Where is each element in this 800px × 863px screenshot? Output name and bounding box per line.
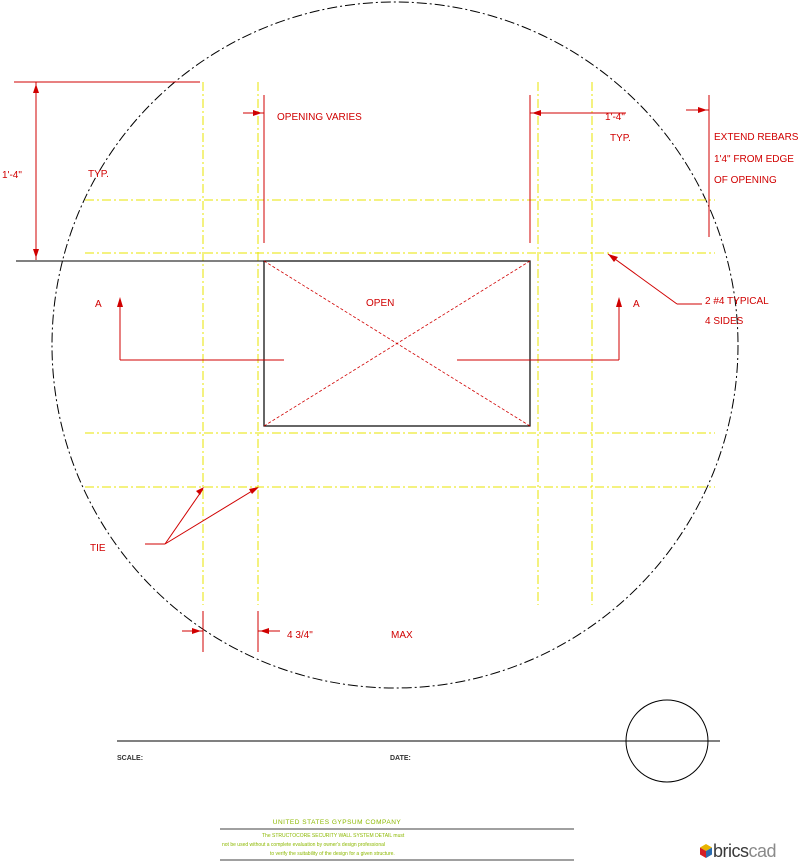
detail-boundary-circle bbox=[51, 1, 739, 689]
opening-cross bbox=[263, 260, 531, 427]
section-a-right-label: A bbox=[633, 299, 640, 310]
extend-rebars-line1: EXTEND REBARS bbox=[714, 132, 799, 143]
extend-rebars-line2: 1'4" FROM EDGE bbox=[714, 154, 794, 165]
date-label: DATE: bbox=[390, 755, 411, 762]
scale-label: SCALE: bbox=[117, 755, 143, 762]
dim-top-right-label: 1'-4" bbox=[605, 112, 625, 123]
rebar-typical-label: 2 #4 TYPICAL bbox=[705, 296, 769, 307]
disclaimer-line3: to verify the suitability of the design … bbox=[270, 851, 395, 857]
bricscad-logo-icon bbox=[700, 844, 712, 858]
disclaimer-line1: The STRUCTOCORE SECURITY WALL SYSTEM DET… bbox=[262, 833, 405, 839]
dim-left-label: 1'-4" bbox=[2, 170, 22, 181]
open-label: OPEN bbox=[366, 298, 394, 309]
disclaimer-line2: not be used without a complete evaluatio… bbox=[222, 842, 385, 848]
dim-bottom-label: 4 3/4" bbox=[287, 630, 313, 641]
title-block-circle bbox=[625, 699, 709, 783]
dimension-lines bbox=[14, 81, 710, 652]
opening-rectangle bbox=[263, 260, 531, 427]
typ-right-label: TYP. bbox=[610, 133, 631, 144]
typ-left-label: TYP. bbox=[88, 169, 109, 180]
arrowheads bbox=[33, 84, 707, 634]
rebar-lines bbox=[85, 82, 715, 605]
section-a-left-label: A bbox=[95, 299, 102, 310]
rebar-sides-label: 4 SIDES bbox=[705, 316, 744, 327]
bricscad-logo: bricscad bbox=[699, 840, 777, 862]
max-label: MAX bbox=[391, 630, 413, 641]
bricscad-logo-text: bricscad bbox=[713, 840, 777, 861]
opening-varies-label: OPENING VARIES bbox=[277, 112, 362, 123]
company-name: UNITED STATES GYPSUM COMPANY bbox=[273, 819, 402, 826]
extend-rebars-line3: OF OPENING bbox=[714, 175, 777, 186]
tie-label: TIE bbox=[90, 543, 106, 554]
